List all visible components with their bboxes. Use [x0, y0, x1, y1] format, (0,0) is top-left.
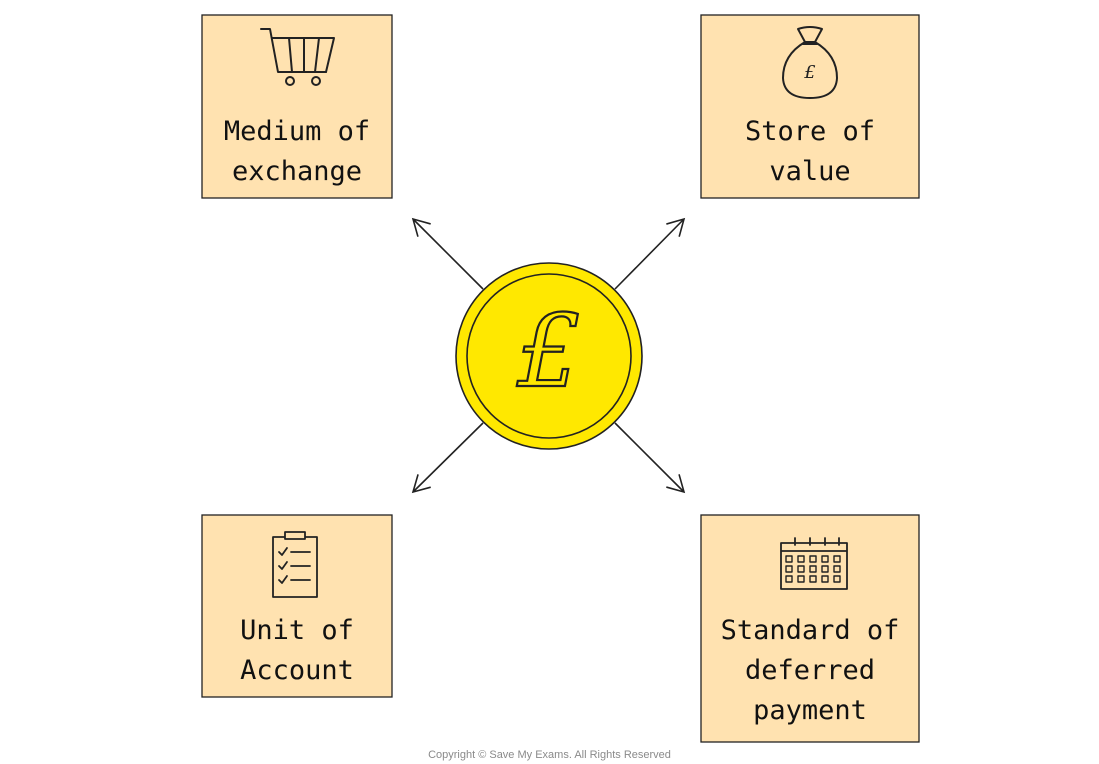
box-standard-of-deferred-payment: Standard of deferred payment [700, 514, 920, 743]
arrow-to-store-of-value [614, 217, 686, 290]
shopping-cart-icon [260, 28, 335, 86]
money-bag-pound-symbol: £ [803, 62, 815, 83]
calendar-icon [780, 537, 848, 590]
medium-of-exchange-line-2: exchange [232, 156, 362, 187]
arrow-to-medium-of-exchange [411, 217, 484, 290]
medium-of-exchange-line-1: Medium of [224, 116, 370, 147]
standard-of-deferred-payment-line-1: Standard of [721, 615, 900, 646]
box-store-of-value: £ Store of value [700, 14, 920, 199]
money-bag-icon [782, 26, 838, 99]
standard-of-deferred-payment-line-3: payment [753, 695, 867, 726]
arrow-to-unit-of-account [411, 422, 484, 494]
pound-symbol: £ [516, 293, 581, 410]
standard-of-deferred-payment-line-2: deferred [745, 655, 875, 686]
box-medium-of-exchange: Medium of exchange [201, 14, 393, 199]
unit-of-account-line-2: Account [240, 655, 354, 686]
checklist-clipboard-icon [272, 531, 318, 598]
pound-coin-icon: £ [455, 262, 643, 450]
arrow-to-standard-of-deferred-payment [614, 422, 686, 494]
store-of-value-line-2: value [769, 156, 850, 187]
arrows [411, 217, 686, 494]
copyright-notice: Copyright © Save My Exams. All Rights Re… [428, 749, 671, 761]
box-unit-of-account: Unit of Account [201, 514, 393, 698]
store-of-value-line-1: Store of [745, 116, 875, 147]
unit-of-account-line-1: Unit of [240, 615, 354, 646]
